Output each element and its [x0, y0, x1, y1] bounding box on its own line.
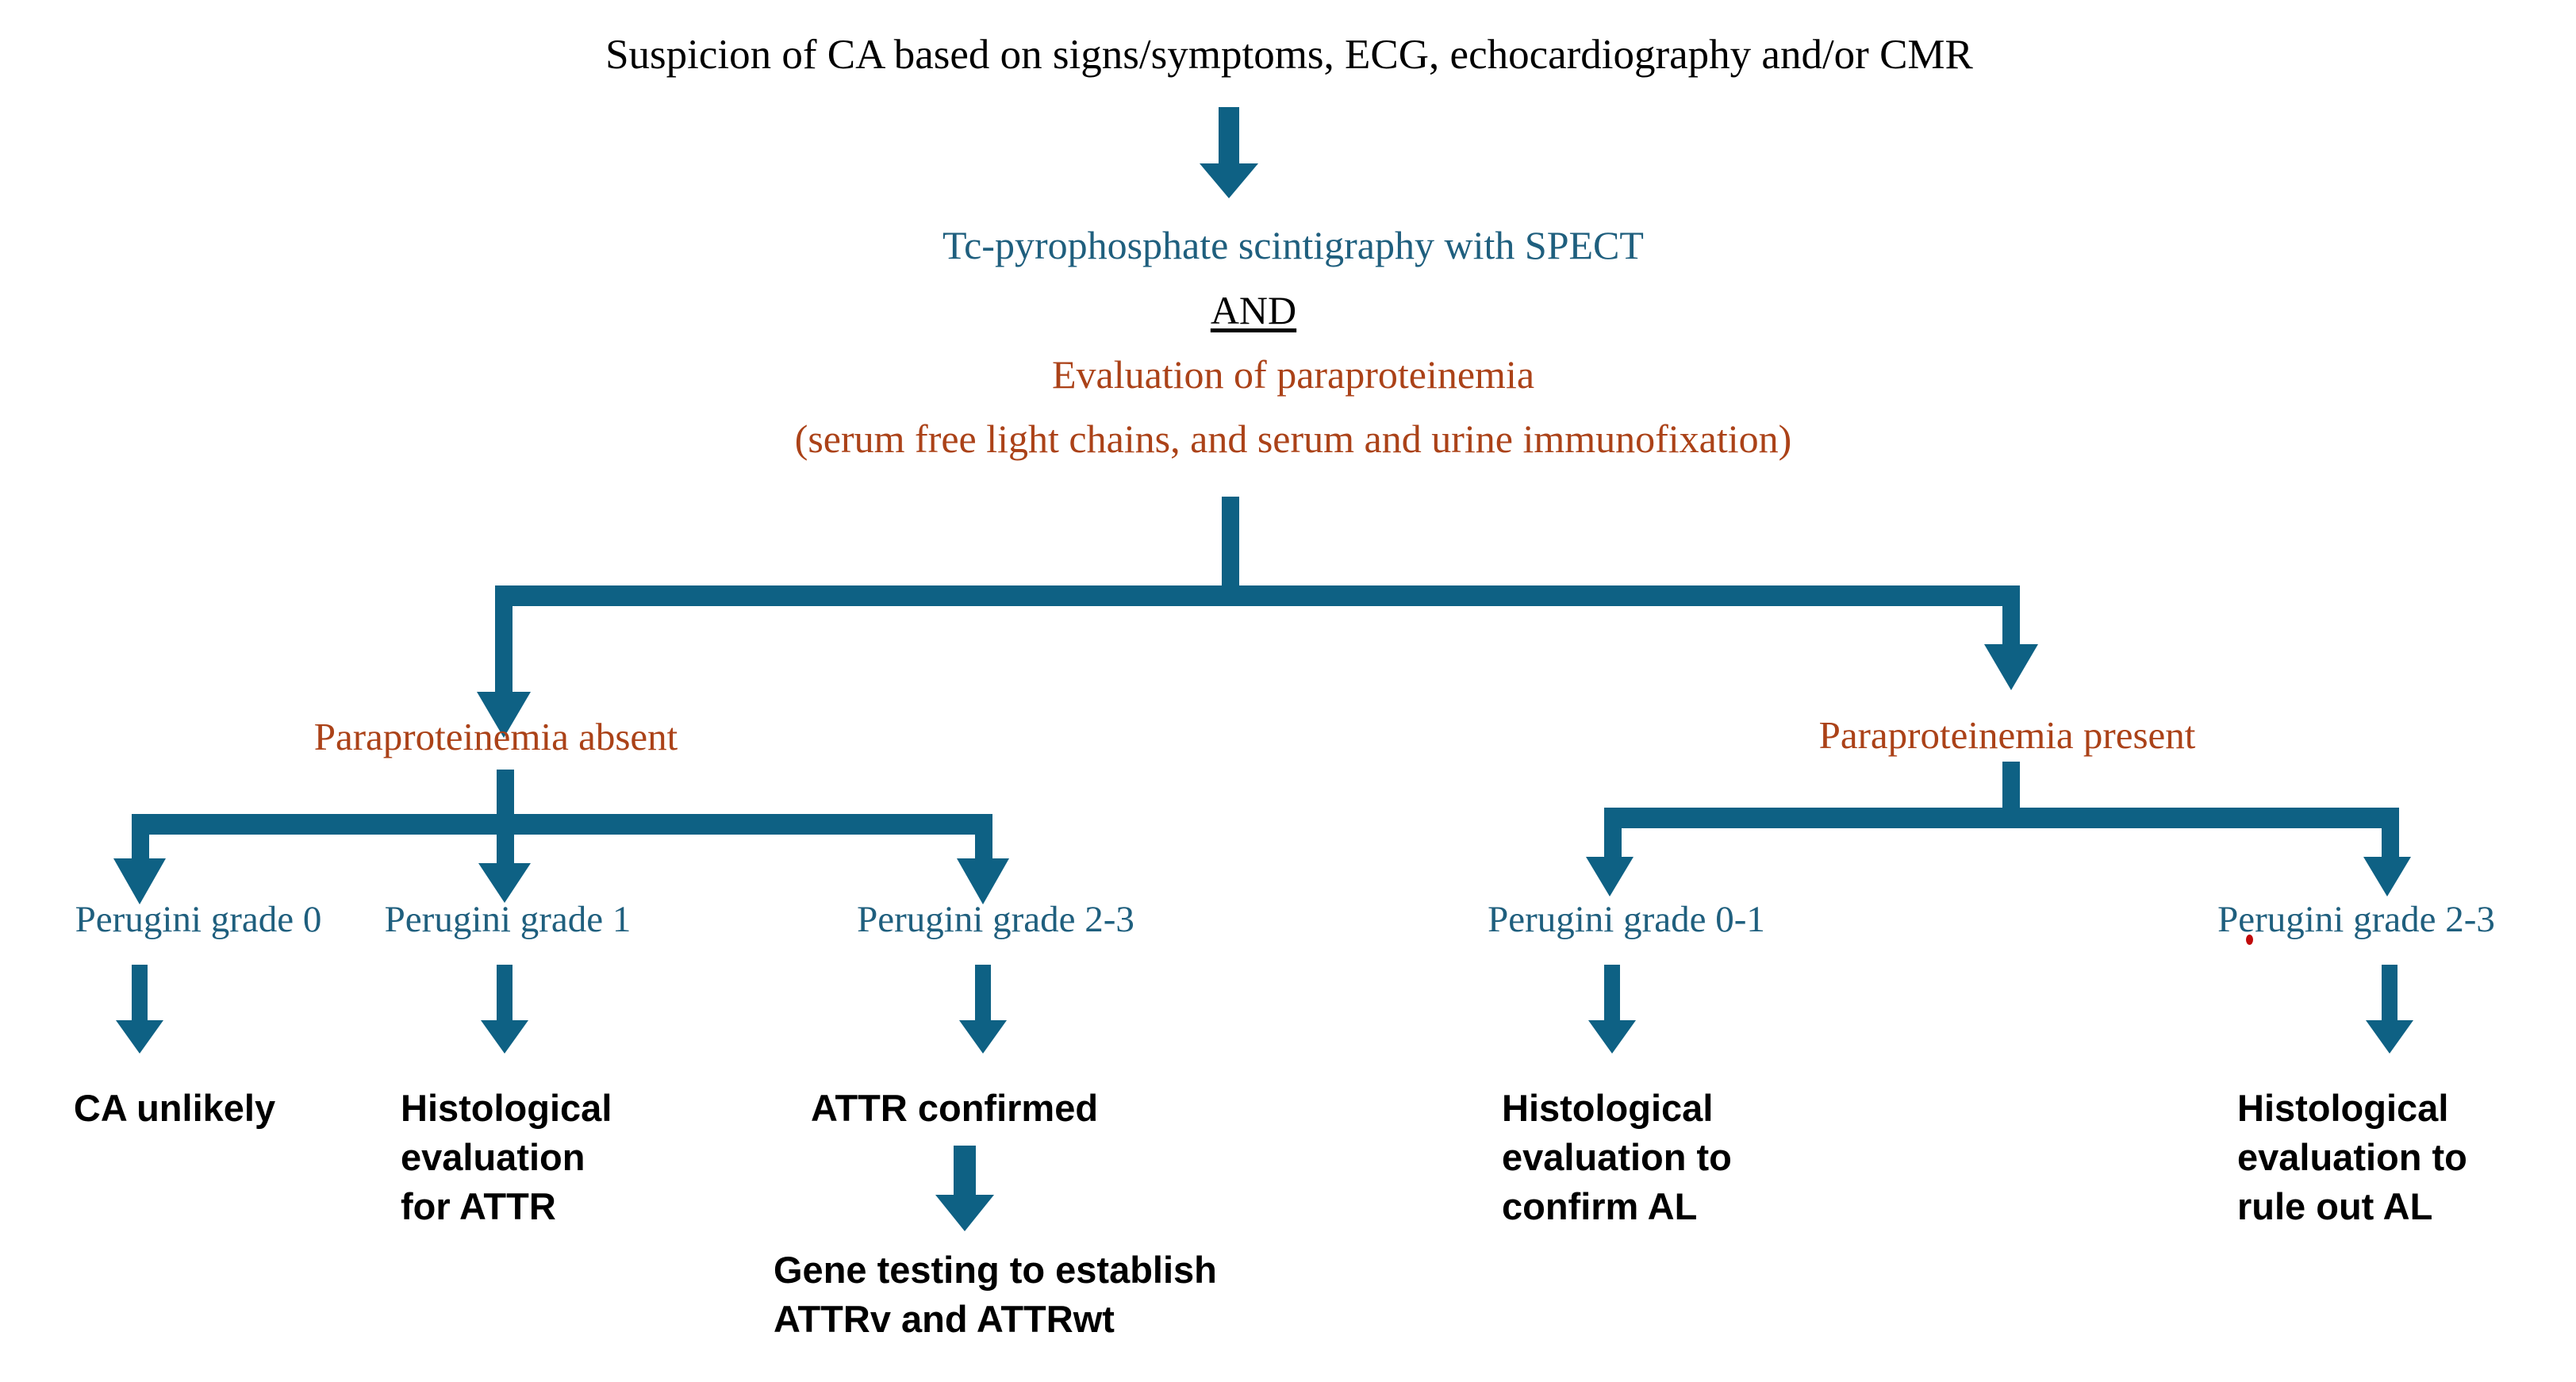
arrowhead-to-attr-confirmed: [959, 1020, 1007, 1054]
node-grade-present-2-3: Perugini grade 2-3: [2217, 899, 2495, 940]
node-grade-absent-0: Perugini grade 0: [75, 899, 322, 940]
connector-split1-left-drop: [495, 585, 513, 693]
arrowhead-to-confirm-al: [1588, 1020, 1636, 1054]
node-outcome-histological-attr: Histological evaluation for ATTR: [401, 1087, 612, 1228]
connector-split2-right-stem: [2002, 762, 2020, 809]
arrowhead-to-grade-present-0-1: [1586, 857, 1634, 896]
connector-grade0-drop: [132, 814, 149, 860]
red-speck-artifact: [2246, 935, 2253, 945]
connector-grade01-drop: [1604, 808, 1622, 858]
node-suspicion: Suspicion of CA based on signs/symptoms,…: [605, 32, 1973, 78]
connector-confirm-al-stem: [1604, 965, 1620, 1022]
arrowhead-to-paraproteinemia-absent: [477, 692, 531, 738]
node-paraproteinemia-present: Paraproteinemia present: [1818, 713, 2196, 757]
node-outcome-attr-confirmed: ATTR confirmed: [811, 1087, 1099, 1129]
connector-histological-attr-stem: [497, 965, 513, 1022]
arrowhead-to-ca-unlikely: [116, 1020, 163, 1054]
node-and-connector: AND: [1210, 288, 1297, 332]
node-grade-absent-1: Perugini grade 1: [384, 899, 632, 940]
node-outcome-ca-unlikely: CA unlikely: [73, 1087, 276, 1129]
connector-split2-left-stem: [497, 770, 514, 821]
connector-grade23-drop: [975, 814, 992, 860]
connector-rule-out-al-stem: [2382, 965, 2397, 1022]
connector-split2-right-bar: [1604, 808, 2399, 828]
connector-split1-right-drop: [2002, 585, 2020, 646]
arrowhead-to-grade-absent-0: [113, 858, 166, 904]
connector-suspicion-to-scintigraphy-stem: [1219, 107, 1239, 165]
node-scintigraphy: Tc-pyrophosphate scintigraphy with SPECT: [942, 223, 1644, 267]
arrowhead-to-grade-absent-2-3: [957, 858, 1009, 904]
connector-ca-unlikely-stem: [132, 965, 148, 1022]
arrowhead-to-grade-absent-1: [478, 863, 531, 903]
node-outcome-rule-out-al: Histological evaluation to rule out AL: [2237, 1087, 2467, 1228]
connector-split1-stem: [1222, 497, 1239, 590]
node-grade-present-0-1: Perugini grade 0-1: [1488, 899, 1765, 940]
arrowhead-to-paraproteinemia-present: [1984, 644, 2038, 690]
node-paraproteinemia-absent: Paraproteinemia absent: [313, 715, 678, 758]
node-evaluation-detail: (serum free light chains, and serum and …: [794, 417, 1792, 461]
connector-attr-confirmed-stem: [975, 965, 991, 1022]
connector-gene-testing-stem: [954, 1146, 976, 1198]
connector-split2-left-bar: [132, 814, 992, 835]
connector-grade23r-drop: [2382, 808, 2399, 858]
node-grade-absent-2-3: Perugini grade 2-3: [857, 899, 1134, 940]
arrowhead-to-grade-present-2-3: [2363, 857, 2411, 896]
connector-grade1-drop: [497, 814, 514, 865]
arrowhead-to-gene-testing: [935, 1195, 994, 1231]
node-outcome-gene-testing: Gene testing to establish ATTRv and ATTR…: [774, 1249, 1217, 1341]
arrowhead-to-histological-attr: [481, 1020, 528, 1054]
node-evaluation-title: Evaluation of paraproteinemia: [1051, 352, 1535, 397]
arrowhead-suspicion-to-scintigraphy: [1200, 163, 1258, 198]
arrowhead-to-rule-out-al: [2366, 1020, 2413, 1054]
connector-split1-bar: [495, 585, 2020, 606]
node-outcome-confirm-al: Histological evaluation to confirm AL: [1502, 1087, 1732, 1228]
